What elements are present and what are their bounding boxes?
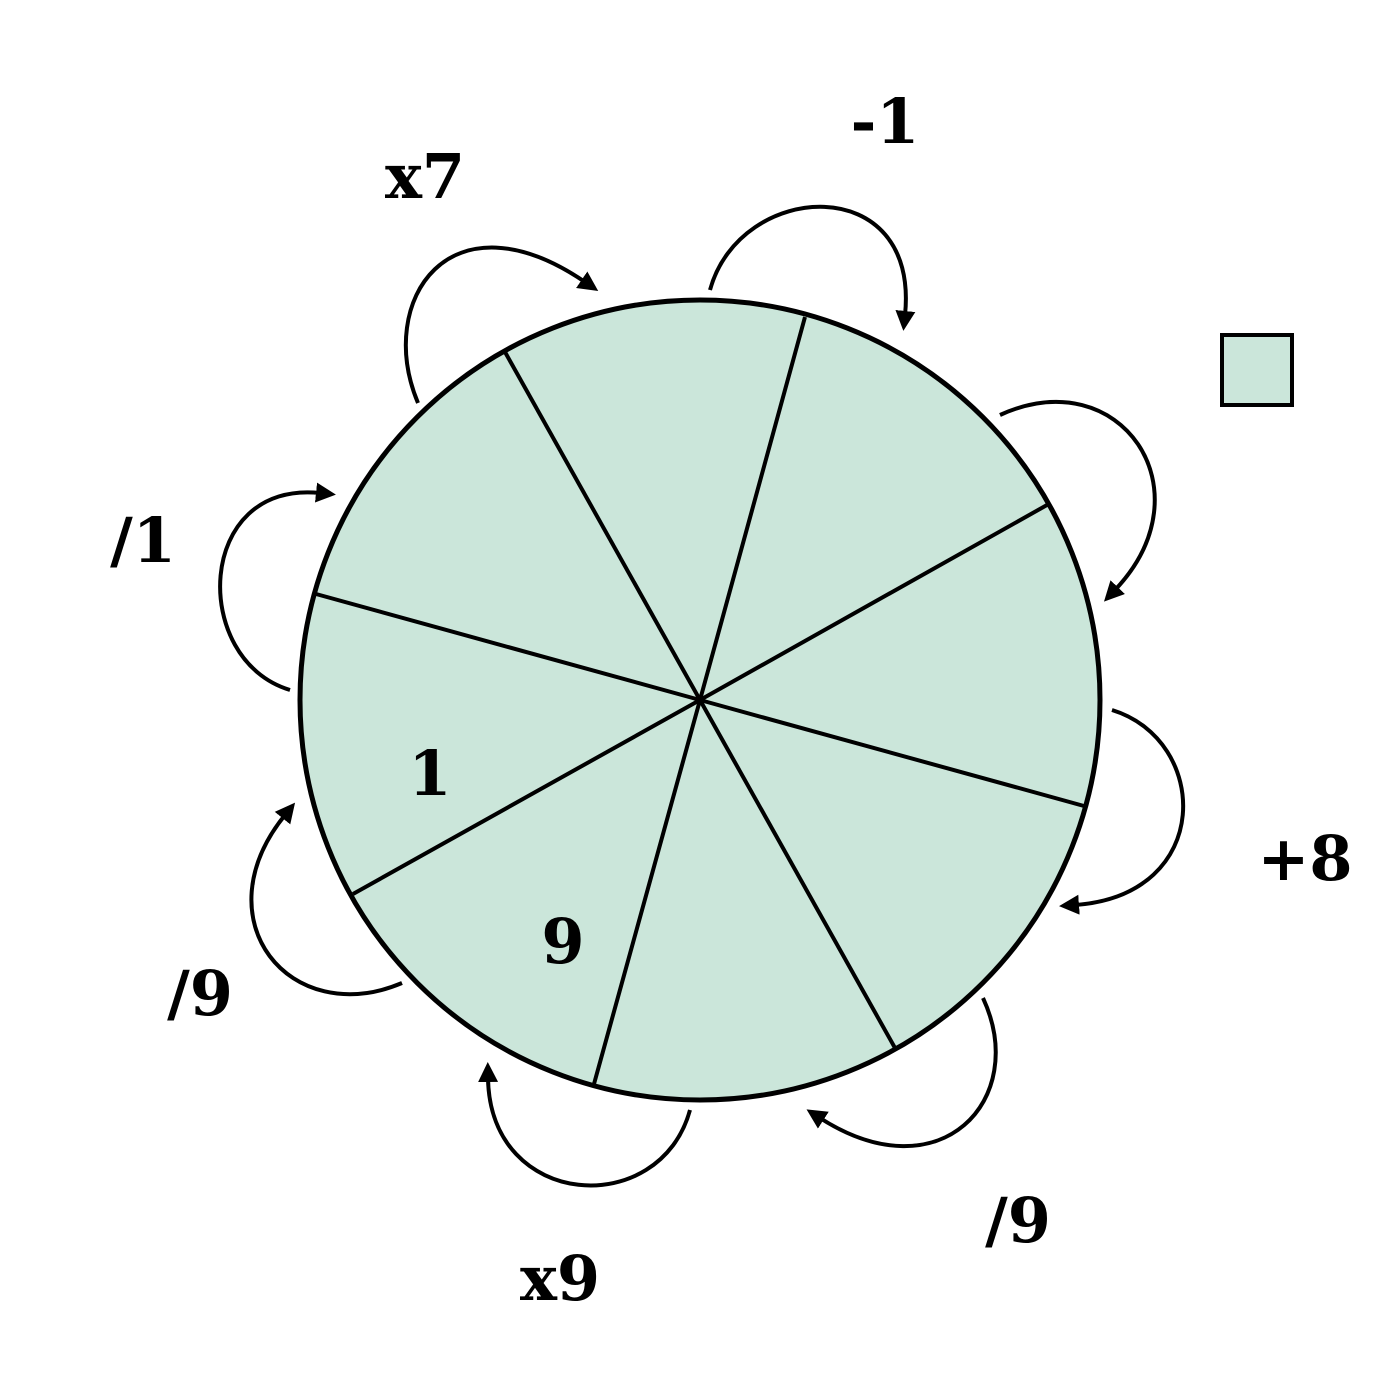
divider-line: [698, 699, 897, 1049]
arrow-plus-8-upper: [999, 400, 1157, 602]
divider-line: [699, 698, 1085, 808]
sector-dividers: [315, 316, 1085, 1085]
operation-label-x7: x7: [385, 140, 465, 213]
arrow-plus-8-lower: [1059, 708, 1186, 915]
arrow-slash-1: [218, 482, 336, 692]
operation-label-x9: x9: [520, 1242, 600, 1315]
divider-line: [592, 699, 702, 1085]
sector-value-9: 9: [541, 905, 584, 978]
operation-label-slash-9-right: /9: [985, 1184, 1051, 1257]
divider-line: [503, 351, 702, 701]
arrow-minus-1: [708, 204, 916, 331]
divider-line: [352, 698, 701, 896]
divider-line: [698, 316, 807, 701]
arrow-slash-9-right: [806, 997, 998, 1149]
sector-value-1: 1: [408, 737, 451, 810]
operation-label-slash-1: /1: [110, 504, 176, 577]
arrow-x9: [478, 1062, 692, 1188]
arrow-slash-9-left: [249, 802, 403, 997]
legend-swatch: [1220, 333, 1294, 407]
divider-line: [315, 592, 701, 702]
arrow-x7: [403, 245, 599, 404]
operation-label-minus-1: -1: [851, 85, 920, 158]
operation-arrows: [218, 204, 1186, 1188]
operation-label-plus-8: +8: [1257, 822, 1352, 895]
divider-line: [699, 503, 1048, 702]
operation-label-slash-9-left: /9: [167, 957, 233, 1030]
